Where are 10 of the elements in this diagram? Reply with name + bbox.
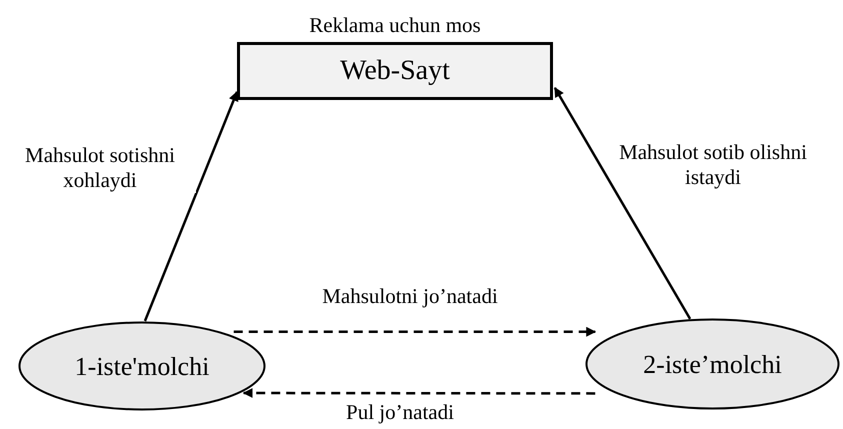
ellipse-node	[585, 318, 840, 410]
node-label: 1-iste'molchi	[74, 350, 210, 382]
arrow	[144, 90, 238, 322]
dashed-arrow	[234, 326, 596, 337]
ellipse-node	[18, 321, 266, 411]
node-title: Web-Sayt	[340, 54, 450, 88]
node-heading: Reklama uchun mos	[308, 12, 482, 39]
arrow	[554, 86, 692, 320]
node-label: 2-iste’molchi	[643, 348, 782, 380]
dashed-arrow	[242, 388, 596, 398]
